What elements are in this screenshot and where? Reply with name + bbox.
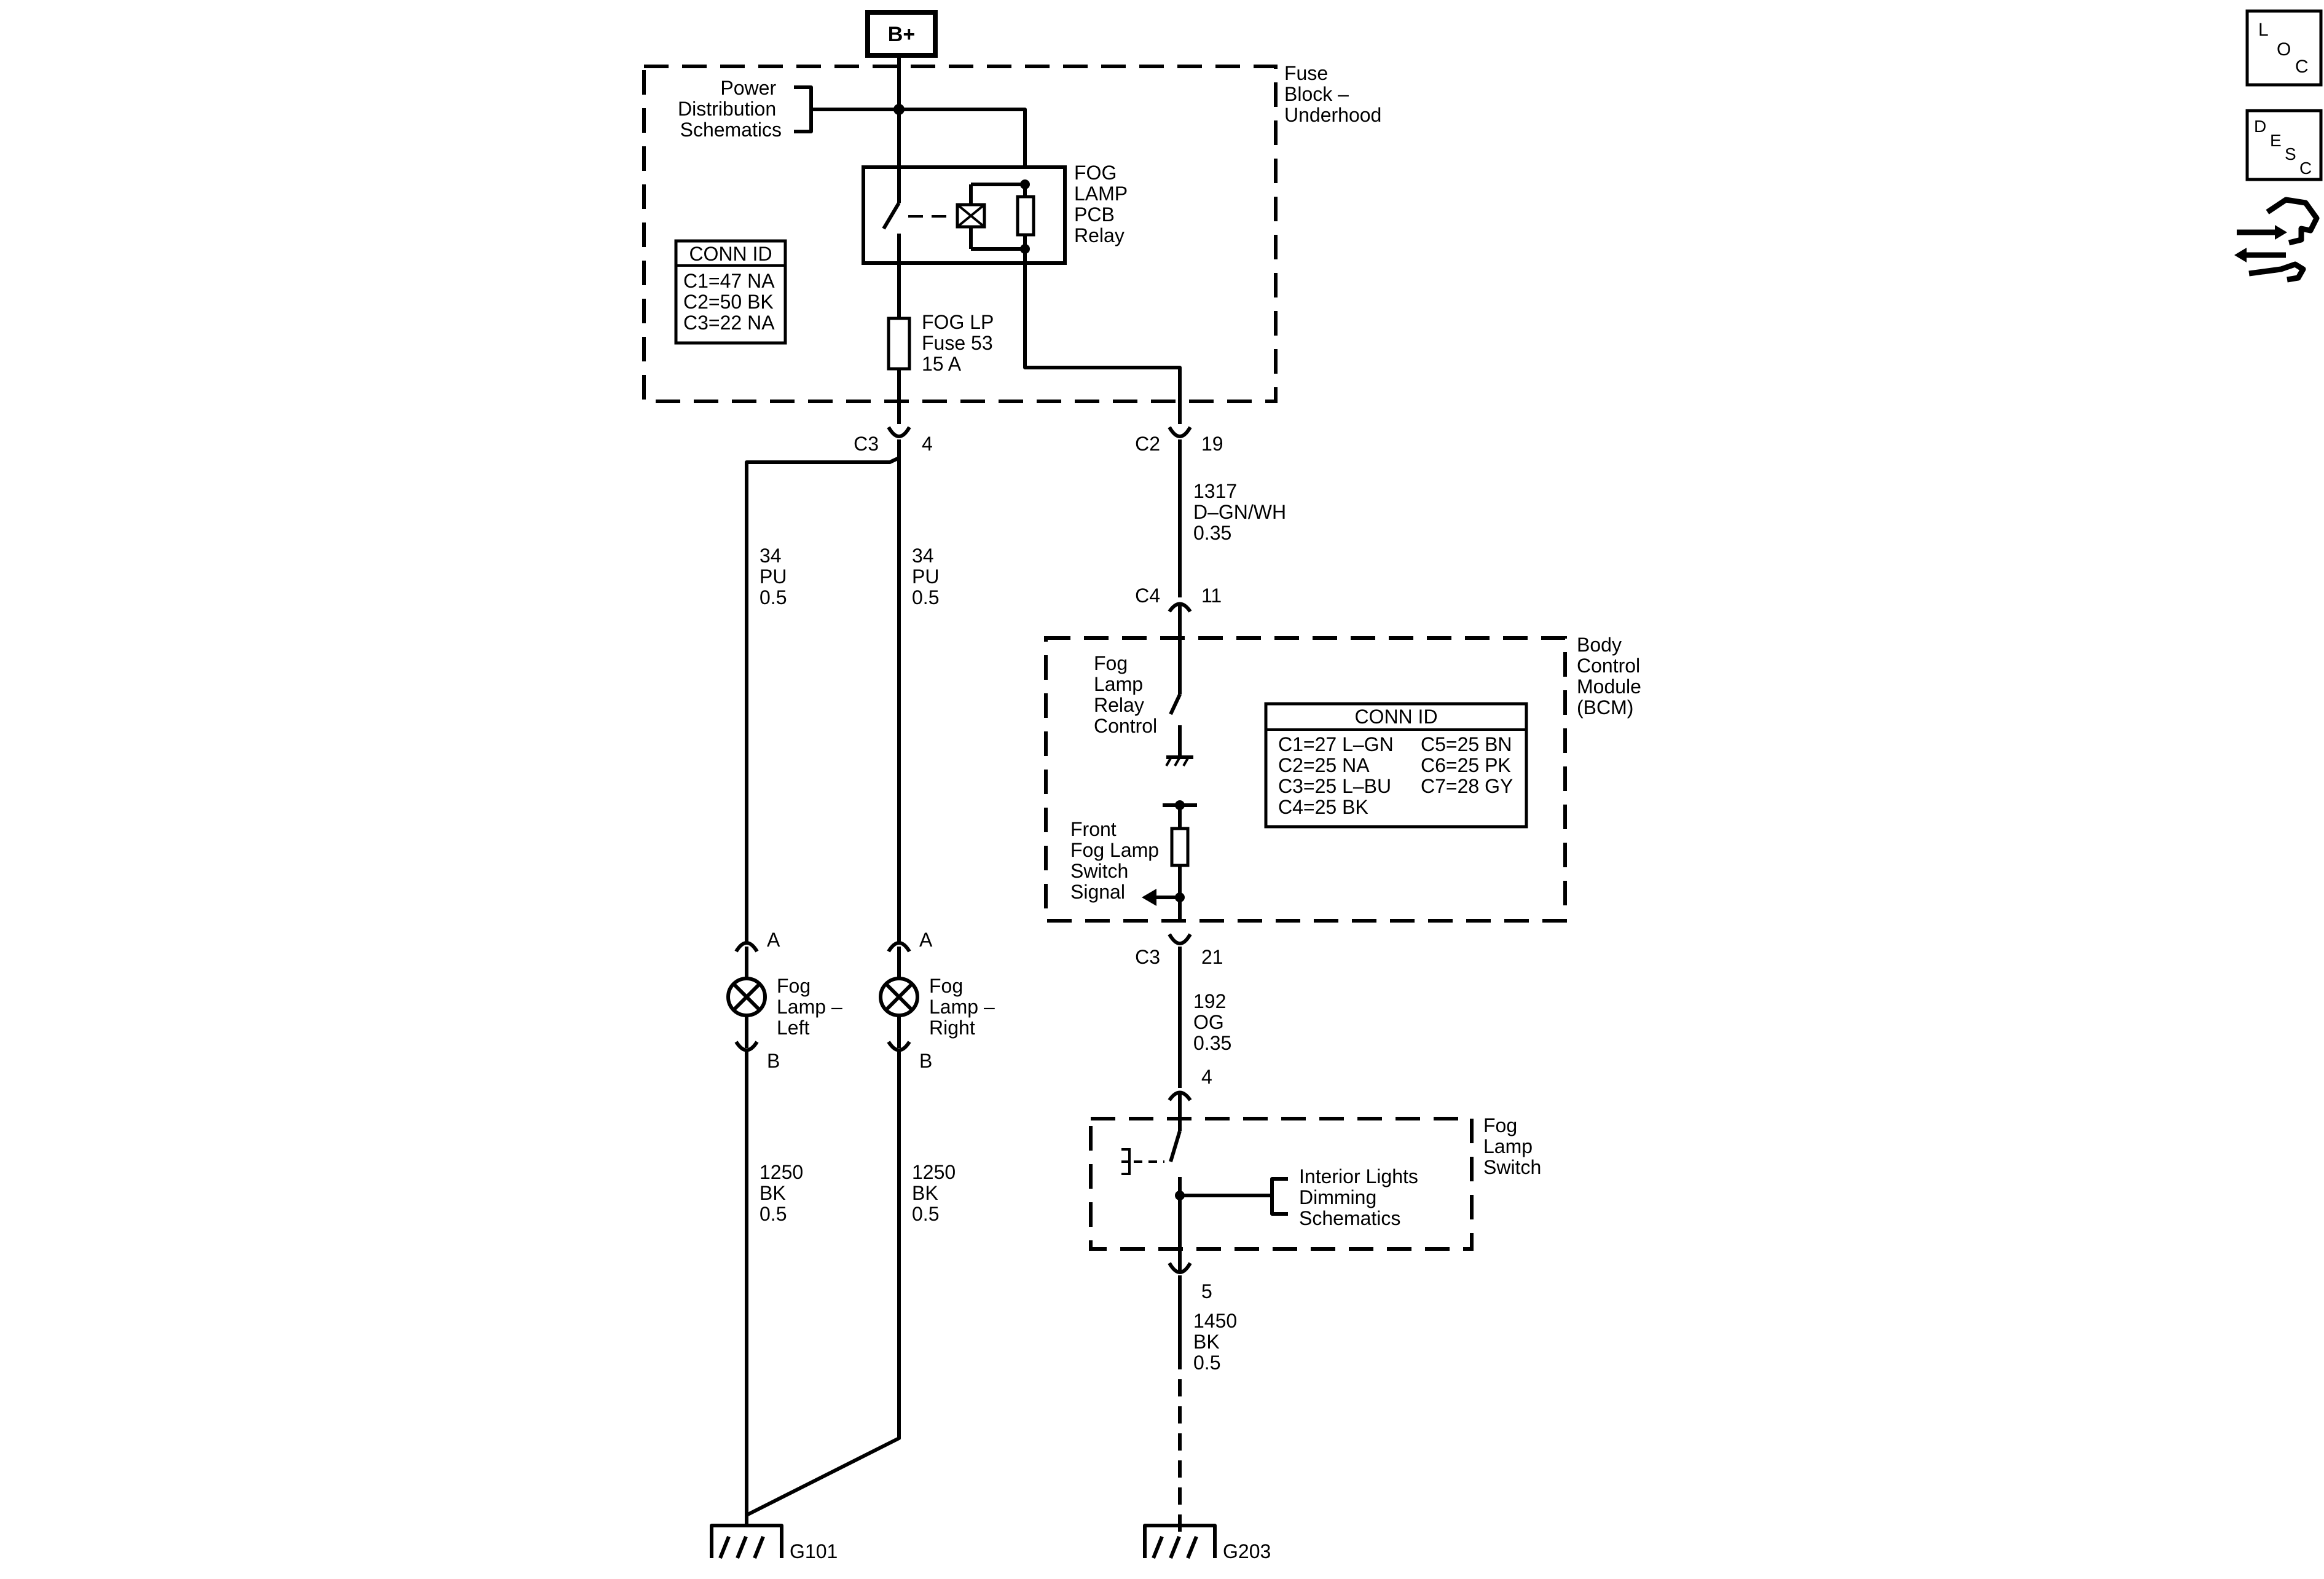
fuse-label: FOG LP Fuse 53 15 A: [922, 311, 999, 375]
wire-label-pu-right: 34 PU 0.5: [912, 545, 944, 608]
svg-text:G101: G101: [790, 1540, 838, 1562]
svg-text:E: E: [2270, 131, 2282, 150]
fog-lamp-switch-connector-pin-4: 4: [1168, 1066, 1212, 1101]
fuse-block-underhood-boundary: [642, 65, 1278, 403]
b-plus-label: B+: [888, 23, 915, 46]
battery-positive-source: B+: [865, 10, 938, 58]
svg-text:C7=28 GY: C7=28 GY: [1421, 775, 1513, 797]
fog-lamp-right: A B: [879, 929, 933, 1072]
svg-text:Power Distribution: Power Distribution Schematics: [678, 77, 782, 141]
fuse-block-connector-c2-pin-19: C2 19: [1135, 426, 1223, 597]
svg-text:L: L: [2258, 20, 2269, 40]
relay-control-label: Fog Lamp Relay Control: [1094, 652, 1157, 737]
svg-text:21: 21: [1201, 946, 1223, 968]
fog-lamp-switch-connector-pin-5: 5: [1168, 1262, 1212, 1302]
svg-text:C3: C3: [854, 433, 879, 455]
fog-lamp-left-label: Fog Lamp – Left: [777, 975, 848, 1039]
svg-text:C5=25 BN: C5=25 BN: [1421, 733, 1512, 755]
bcm-relay-control-switch: [1165, 693, 1193, 766]
svg-text:C3: C3: [1135, 946, 1160, 968]
svg-text:C2: C2: [1135, 433, 1160, 455]
description-view-button[interactable]: D E S C: [2245, 109, 2323, 181]
switch-signal-label: Front Fog Lamp Switch Signal: [1070, 818, 1164, 903]
ground-g203: G203: [1143, 1524, 1271, 1562]
svg-text:C2=25 NA: C2=25 NA: [1278, 754, 1370, 776]
svg-text:C2=50 BK: C2=50 BK: [683, 291, 774, 313]
fog-lamp-switch-boundary: [1089, 1117, 1474, 1251]
bcm-switch-signal-input: [1142, 800, 1197, 921]
wire-label-bk-right: 1250 BK 0.5: [912, 1161, 961, 1225]
relay-label: FOG LAMP PCB Relay: [1074, 162, 1133, 246]
svg-text:D: D: [2254, 117, 2266, 136]
svg-text:CONN ID: CONN ID: [1354, 706, 1437, 728]
svg-text:A: A: [919, 929, 933, 951]
fuse-block-conn-id-table: CONN ID C1=47 NA C2=50 BK C3=22 NA: [674, 239, 787, 345]
svg-text:O: O: [2277, 39, 2291, 60]
svg-text:A: A: [767, 929, 780, 951]
wire-label-bk-left: 1250 BK 0.5: [760, 1161, 809, 1225]
wire-label-d-gn-wh: 1317 D–GN/WH 0.35: [1193, 480, 1292, 544]
fuse-block-title: Fuse Block – Underhood: [1284, 62, 1381, 126]
wire-label-pu-left: 34 PU 0.5: [760, 545, 792, 608]
fog-lamp-switch-title: Fog Lamp Switch: [1483, 1114, 1541, 1178]
fog-lamp-switch-contact: [1121, 1094, 1272, 1272]
svg-text:G203: G203: [1223, 1540, 1271, 1562]
wire-label-og: 192 OG 0.35: [1193, 990, 1231, 1054]
fog-lamp-fuse-53: [887, 317, 911, 371]
svg-text:4: 4: [922, 433, 933, 455]
svg-text:11: 11: [1201, 585, 1222, 607]
vehicle-service-nav-icon[interactable]: [2234, 197, 2320, 283]
fog-lamp-right-label: Fog Lamp – Right: [929, 975, 1000, 1039]
svg-text:C1=47 NA: C1=47 NA: [683, 270, 775, 292]
fuse-block-connector-c3-pin-4: C3 4: [854, 426, 933, 458]
svg-text:C3=22 NA: C3=22 NA: [683, 312, 775, 334]
svg-text:C3=25 L–BU: C3=25 L–BU: [1278, 775, 1391, 797]
bcm-connector-c4-pin-11: C4 11: [1135, 585, 1222, 695]
bcm-boundary: [1044, 636, 1567, 923]
svg-text:19: 19: [1201, 433, 1223, 455]
svg-text:C4=25 BK: C4=25 BK: [1278, 796, 1368, 818]
svg-text:4: 4: [1201, 1066, 1212, 1088]
bcm-title: Body Control Module (BCM): [1577, 634, 1647, 719]
svg-text:CONN ID: CONN ID: [689, 243, 772, 265]
svg-text:Interior Lights Dimming: Interior Lights Dimming Schematics: [1299, 1165, 1424, 1229]
interior-lights-dimming-reference[interactable]: Interior Lights Dimming Schematics: [1270, 1165, 1424, 1229]
ground-g101: G101: [710, 1515, 838, 1562]
bcm-conn-id-table: CONN ID C1=27 L–GN C2=25 NA C3=25 L–BU C…: [1264, 702, 1528, 829]
power-distribution-reference[interactable]: Power Distribution Schematics: [678, 77, 813, 141]
fog-lamp-pcb-relay: [862, 165, 1067, 265]
svg-text:C1=27 L–GN: C1=27 L–GN: [1278, 733, 1394, 755]
svg-text:B: B: [767, 1050, 780, 1072]
bcm-connector-c3-pin-21: C3 21: [1135, 933, 1223, 1088]
svg-text:C4: C4: [1135, 585, 1160, 607]
svg-text:C: C: [2299, 159, 2312, 178]
svg-text:C6=25 PK: C6=25 PK: [1421, 754, 1511, 776]
svg-text:C: C: [2295, 57, 2309, 77]
svg-text:5: 5: [1201, 1280, 1212, 1302]
fog-lamp-left: A B: [726, 929, 780, 1072]
svg-text:S: S: [2285, 144, 2296, 163]
svg-text:B: B: [919, 1050, 932, 1072]
location-view-button[interactable]: L O C: [2245, 9, 2323, 87]
wire-label-bk-switch: 1450 BK 0.5: [1193, 1310, 1242, 1374]
